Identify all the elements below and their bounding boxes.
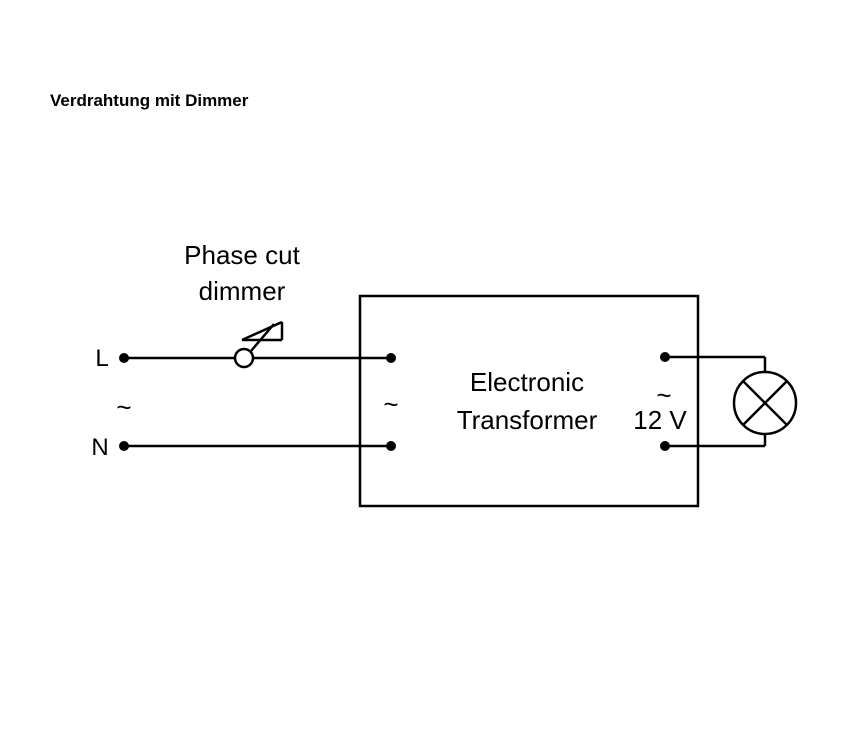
dimmer-label-line2: dimmer [199,276,286,306]
input-ac-symbol: ~ [383,389,398,419]
transformer-label-line2: Transformer [457,405,598,435]
terminal-n-label: N [91,434,108,461]
transformer-label-line1: Electronic [470,367,584,397]
supply-ac-symbol: ~ [116,392,131,422]
terminal-l-label: L [95,345,108,372]
terminal-dot-icon [386,353,396,363]
line-n-wire [119,441,391,451]
page-title: Verdrahtung mit Dimmer [50,91,249,110]
dimmer-symbol-icon [233,320,284,369]
terminal-dot-icon [386,441,396,451]
dimmer-label-line1: Phase cut [184,240,300,270]
transformer-box [358,294,700,508]
output-wires [660,352,767,451]
output-ac-symbol: ~ [656,380,671,410]
lamp-icon [732,370,798,436]
output-voltage-label: 12 V [633,405,687,435]
line-l-wire [119,353,391,363]
